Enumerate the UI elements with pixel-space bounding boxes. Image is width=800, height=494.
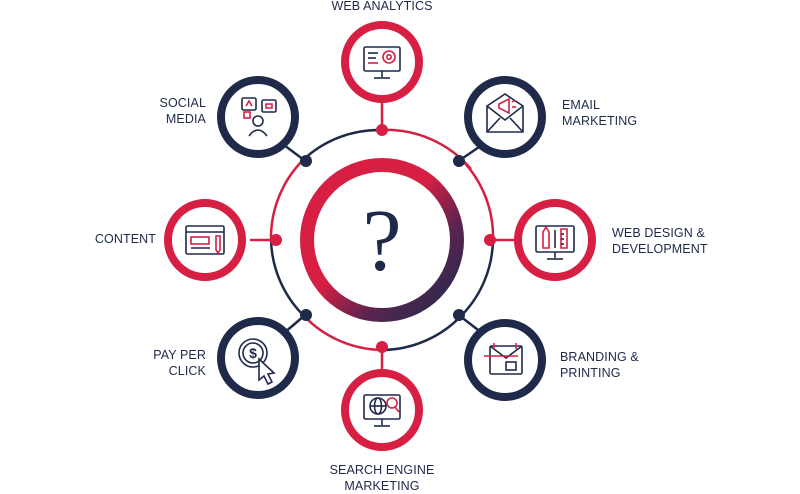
center-ring [300, 158, 464, 322]
node-web-design [514, 199, 596, 281]
envelope-megaphone-icon [486, 93, 524, 133]
globe-search-icon [363, 394, 401, 427]
social-people-icon [241, 97, 277, 137]
dollar-cursor-icon: $ [238, 338, 276, 386]
node-email-marketing [464, 76, 546, 158]
label-social-media: SOCIAL MEDIA [159, 96, 206, 126]
design-tools-monitor-icon [535, 225, 575, 260]
label-content: CONTENT [94, 232, 156, 246]
node-ppc: $ [217, 317, 299, 399]
svg-text:$: $ [249, 345, 257, 361]
label-web-analytics: WEB ANALYTICS [331, 0, 433, 13]
question-mark: ? [362, 193, 401, 290]
label-ppc: PAY PER CLICK [153, 348, 206, 378]
node-branding [464, 319, 546, 401]
envelope-pen-icon [484, 343, 523, 375]
label-email-marketing: EMAIL MARKETING [562, 98, 638, 128]
connectors [250, 103, 515, 372]
node-sem [341, 369, 423, 451]
node-web-analytics [341, 21, 423, 103]
label-web-design: WEB DESIGN & DEVELOPMENT [612, 226, 708, 256]
label-branding: BRANDING & PRINTING [560, 350, 639, 380]
browser-content-icon [185, 225, 225, 255]
node-social-media [217, 76, 299, 158]
gear-monitor-icon [363, 46, 401, 79]
label-sem: SEARCH ENGINE MARKETING [329, 463, 435, 493]
node-content [164, 199, 246, 281]
